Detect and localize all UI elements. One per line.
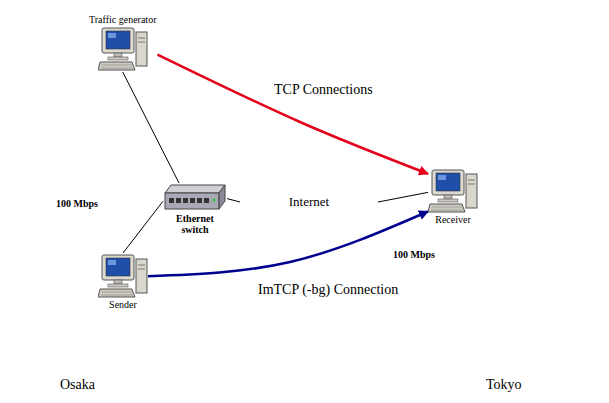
computer-icon	[98, 253, 148, 299]
computer-icon: Traffic generator	[88, 14, 157, 72]
bandwidth-label: 100 Mbps	[56, 198, 98, 209]
switch-icon	[163, 183, 227, 213]
site-name: Osaka	[60, 377, 95, 392]
tcp-flow-arrow	[157, 55, 428, 174]
link-line	[123, 72, 179, 183]
host-name: Receiver	[434, 214, 472, 226]
internet-cloud: Internet	[240, 150, 378, 254]
flow-label-holder: TCP Connections	[272, 80, 375, 98]
host-name: Sender	[108, 299, 138, 311]
cloud-outline	[9, 14, 349, 358]
network-name: Internet	[289, 194, 329, 210]
link-line	[227, 199, 240, 202]
flow-label-holder: ImTCP (-bg) Connection	[256, 280, 400, 298]
computer-icon: Receiver	[428, 168, 478, 226]
link-line	[378, 192, 428, 202]
site-label-holder: Tokyo	[486, 375, 522, 393]
device-name: Ethernet switch	[165, 213, 225, 235]
bandwidth-label-holder: 100 Mbps	[56, 193, 98, 211]
computer-icon	[428, 168, 478, 214]
cloud-outline	[352, 13, 603, 355]
bandwidth-label: 100 Mbps	[393, 249, 435, 260]
flow-label: ImTCP (-bg) Connection	[256, 282, 400, 297]
site-cloud: Tokyo Receiver	[352, 2, 604, 400]
site-label-holder: Osaka	[60, 375, 95, 393]
ethernet-switch: Ethernet switch	[163, 183, 227, 235]
host-name: Traffic generator	[88, 14, 157, 26]
site-name: Tokyo	[486, 377, 522, 392]
bandwidth-label-holder: 100 Mbps	[393, 244, 435, 262]
computer-icon	[98, 26, 148, 72]
computer-icon: Sender	[98, 253, 148, 311]
cloud-outline	[352, 2, 604, 372]
flow-label: TCP Connections	[272, 82, 375, 97]
cloud-outline	[250, 156, 369, 250]
link-line	[123, 201, 163, 253]
imtcp-flow-arrow	[148, 212, 428, 277]
